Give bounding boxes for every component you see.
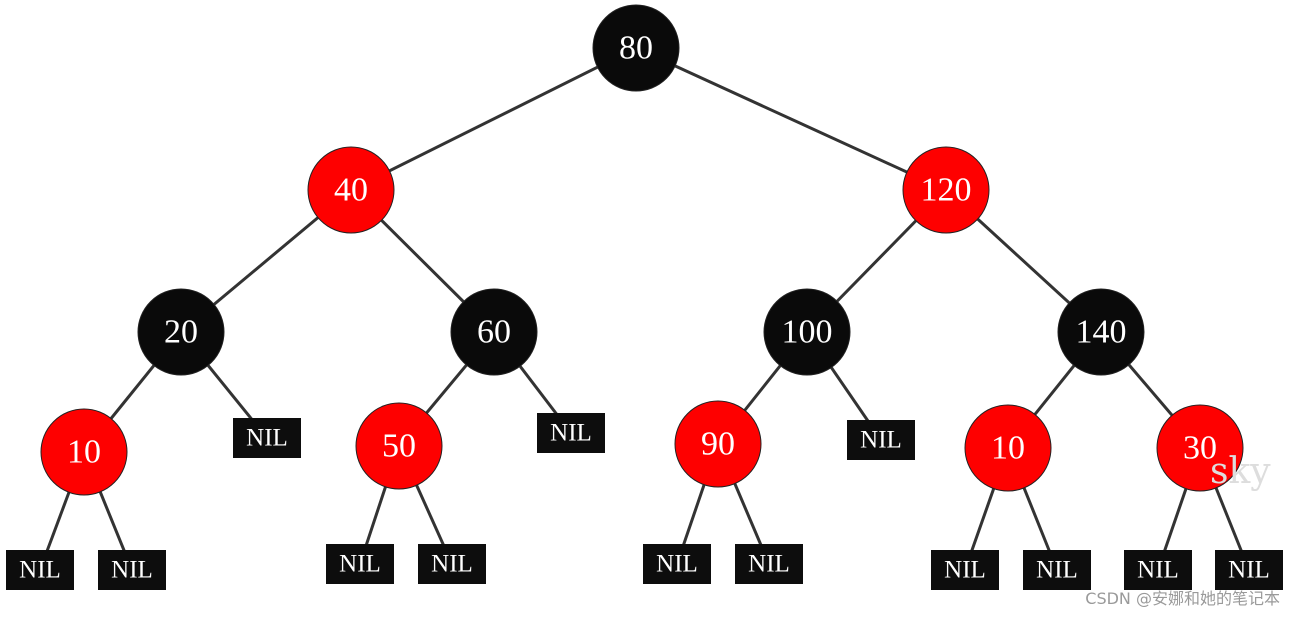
nil-box bbox=[643, 544, 711, 584]
red-node-circle bbox=[355, 402, 443, 490]
tree-nodes: 80 40 120 20 60 100 140 10 50 90 10 30 bbox=[40, 4, 1244, 496]
nil-leaf-nil13: NIL bbox=[1215, 550, 1283, 590]
node-label: 10 bbox=[991, 430, 1025, 467]
nil-label: NIL bbox=[431, 551, 473, 578]
nil-leaf-nil8: NIL bbox=[643, 544, 711, 584]
nil-label: NIL bbox=[748, 551, 790, 578]
red-node-circle bbox=[964, 404, 1052, 492]
black-node-circle bbox=[763, 288, 851, 376]
black-node-circle bbox=[450, 288, 538, 376]
nil-label: NIL bbox=[550, 420, 592, 447]
edge-n80-n40 bbox=[350, 46, 637, 192]
nil-box bbox=[233, 418, 301, 458]
node-n10b: 10 bbox=[964, 404, 1052, 492]
nil-label: NIL bbox=[1036, 557, 1078, 584]
nil-label: NIL bbox=[1137, 557, 1179, 584]
nil-leaf-nil9: NIL bbox=[735, 544, 803, 584]
black-node-circle bbox=[1057, 288, 1145, 376]
nil-label: NIL bbox=[246, 425, 288, 452]
node-label: 80 bbox=[619, 30, 653, 67]
nil-leaf-nil4: NIL bbox=[6, 550, 74, 590]
node-n40: 40 bbox=[307, 146, 395, 234]
nil-leaf-nil3: NIL bbox=[847, 420, 915, 460]
node-n100: 100 bbox=[763, 288, 851, 376]
black-node-circle bbox=[137, 288, 225, 376]
black-node-circle bbox=[592, 4, 680, 92]
node-n50: 50 bbox=[355, 402, 443, 490]
nil-leaf-nil12: NIL bbox=[1124, 550, 1192, 590]
nil-box bbox=[735, 544, 803, 584]
nil-box bbox=[418, 544, 486, 584]
nil-label: NIL bbox=[656, 551, 698, 578]
nil-label: NIL bbox=[860, 427, 902, 454]
red-node-circle bbox=[1156, 404, 1244, 492]
nil-label: NIL bbox=[1228, 557, 1270, 584]
node-n90: 90 bbox=[674, 400, 762, 488]
node-n20: 20 bbox=[137, 288, 225, 376]
node-n60: 60 bbox=[450, 288, 538, 376]
node-label: 100 bbox=[782, 314, 833, 351]
nil-box bbox=[537, 413, 605, 453]
red-node-circle bbox=[307, 146, 395, 234]
nil-box bbox=[1023, 550, 1091, 590]
nil-leaf-nil5: NIL bbox=[98, 550, 166, 590]
nil-leaf-nil1: NIL bbox=[233, 418, 301, 458]
nil-box bbox=[98, 550, 166, 590]
nil-box bbox=[1215, 550, 1283, 590]
edge-n80-n120 bbox=[635, 46, 947, 192]
node-n140: 140 bbox=[1057, 288, 1145, 376]
red-node-circle bbox=[902, 146, 990, 234]
node-label: 30 bbox=[1183, 430, 1217, 467]
nil-leaf-nil6: NIL bbox=[326, 544, 394, 584]
nil-label: NIL bbox=[339, 551, 381, 578]
nil-label: NIL bbox=[944, 557, 986, 584]
node-label: 60 bbox=[477, 314, 511, 351]
nil-box bbox=[326, 544, 394, 584]
node-n10a: 10 bbox=[40, 408, 128, 496]
node-n120: 120 bbox=[902, 146, 990, 234]
node-label: 90 bbox=[701, 426, 735, 463]
nil-leaves: NIL NIL NIL NIL NIL NIL NIL NIL NIL NIL NIL NIL NIL bbox=[6, 413, 1283, 590]
csdn-watermark: CSDN @安娜和她的笔记本 bbox=[1085, 589, 1280, 608]
node-n30: 30 bbox=[1156, 404, 1244, 492]
node-label: 50 bbox=[382, 428, 416, 465]
sky-watermark: sky bbox=[1210, 451, 1271, 492]
nil-leaf-nil10: NIL bbox=[931, 550, 999, 590]
nil-leaf-nil7: NIL bbox=[418, 544, 486, 584]
red-node-circle bbox=[674, 400, 762, 488]
nil-box bbox=[931, 550, 999, 590]
red-node-circle bbox=[40, 408, 128, 496]
nil-leaf-nil11: NIL bbox=[1023, 550, 1091, 590]
node-label: 120 bbox=[921, 172, 972, 209]
nil-box bbox=[847, 420, 915, 460]
nil-box bbox=[1124, 550, 1192, 590]
node-label: 140 bbox=[1076, 314, 1127, 351]
node-n80: 80 bbox=[592, 4, 680, 92]
node-label: 10 bbox=[67, 434, 101, 471]
nil-leaf-nil2: NIL bbox=[537, 413, 605, 453]
nil-box bbox=[6, 550, 74, 590]
node-label: 20 bbox=[164, 314, 198, 351]
nil-label: NIL bbox=[19, 557, 61, 584]
node-label: 40 bbox=[334, 172, 368, 209]
nil-label: NIL bbox=[111, 557, 153, 584]
